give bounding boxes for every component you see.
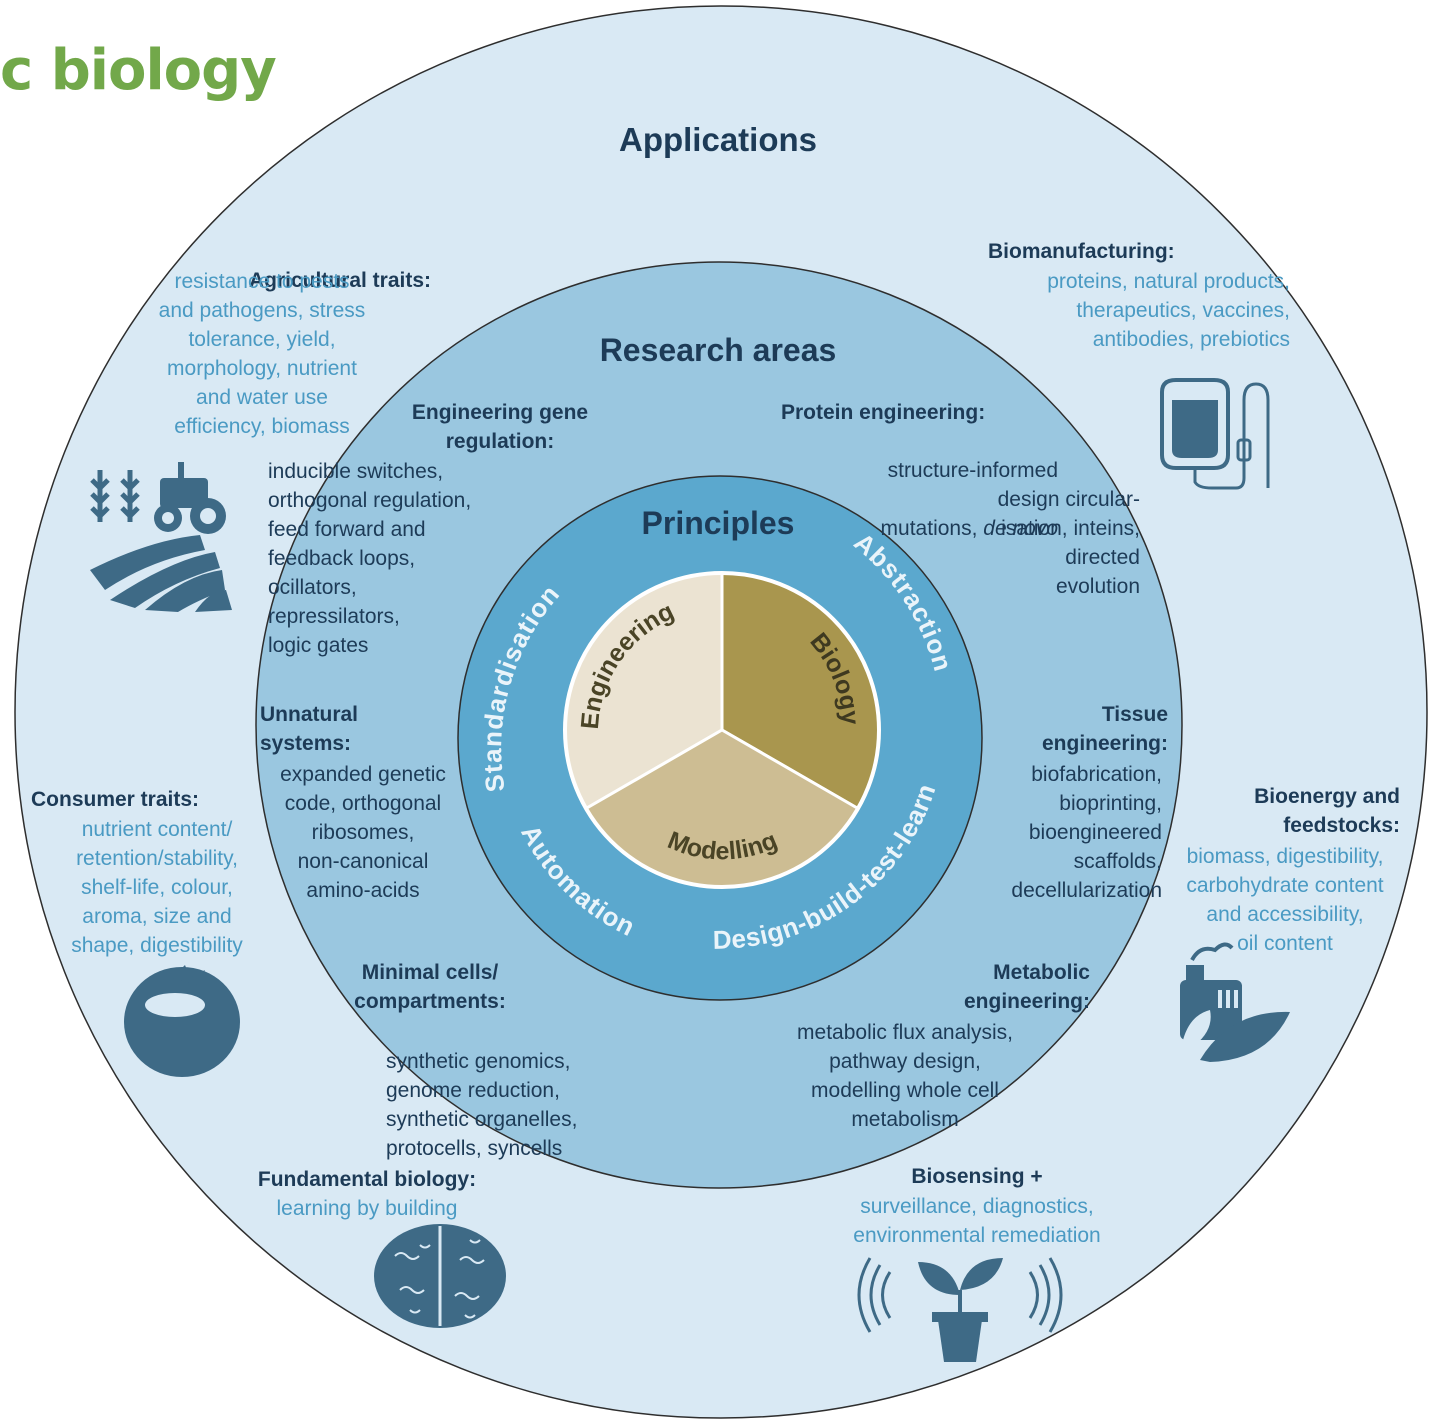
ra-unnatural-title: Unnatural systems: [260, 703, 359, 755]
app-biomanufacturing-title: Biomanufacturing: [988, 240, 1175, 263]
tractor-field-icon [90, 462, 232, 612]
ra-unnatural-text: expanded genetic code, orthogonal riboso… [280, 763, 446, 902]
app-biosensing-title: Biosensing + [911, 1165, 1043, 1188]
app-consumer-text: nutrient content/ retention/stability, s… [71, 818, 243, 957]
app-fundamental-title: Fundamental biology: [257, 1168, 477, 1191]
ra-gene-regulation-title: Engineering gene regulation: [411, 401, 589, 453]
ra-minimal-title: Minimal cells/ compartments: [354, 961, 506, 1013]
ra-metabolic-text: metabolic flux analysis, pathway design,… [797, 1021, 1013, 1131]
principles-title: Principles [641, 505, 795, 541]
app-agricultural-text: resistance to pests and pathogens, stres… [158, 270, 366, 438]
app-biomanufacturing-text: proteins, natural products, therapeutics… [1047, 270, 1290, 351]
ra-protein-line1: structure-informed [887, 459, 1058, 482]
ra-tissue-title: Tissue engineering: [1041, 703, 1168, 755]
ra-metabolic-title: Metabolic engineering: [963, 961, 1090, 1013]
app-bioenergy-text: biomass, digestibility, carbohydrate con… [1186, 845, 1384, 955]
ra-minimal-text-lines: synthetic genomics, genome reduction, sy… [386, 1050, 578, 1160]
app-fundamental-text: learning by building [276, 1197, 458, 1220]
app-bioenergy-title: Bioenergy and feedstocks: [1254, 785, 1400, 837]
core-pie [563, 571, 881, 889]
ra-minimal-text: synthetic genomics, genome reduction, sy… [380, 1018, 740, 1192]
factory-leaf-icon [1180, 942, 1290, 1062]
cell-texture-icon [374, 1224, 506, 1328]
research-areas-title: Research areas [599, 332, 837, 368]
ra-protein-text: design circular- isation, inteins, direc… [997, 488, 1140, 598]
plant-signal-icon [857, 1257, 1063, 1362]
tomato-icon [124, 965, 240, 1077]
app-agricultural: Agricultural traits: [60, 237, 520, 324]
iv-bag-icon [1160, 378, 1270, 490]
page-title: c biology [0, 38, 277, 103]
app-consumer-title: Consumer traits: [31, 788, 200, 811]
ra-tissue-text: biofabrication, bioprinting, bioengineer… [1011, 763, 1162, 902]
app-biosensing-text: surveillance, diagnostics, environmental… [853, 1195, 1101, 1247]
app-agricultural-title: Agricultural traits: [248, 269, 432, 292]
applications-title: Applications [618, 121, 818, 158]
ra-protein-line2: mutations, de novo [880, 517, 1058, 540]
ra-protein-title: Protein engineering: [781, 401, 986, 424]
ra-protein-text-block: structure-informed mutations, de novo [840, 427, 1058, 572]
ra-gene-regulation-text: inducible switches, orthogonal regulatio… [268, 460, 472, 657]
